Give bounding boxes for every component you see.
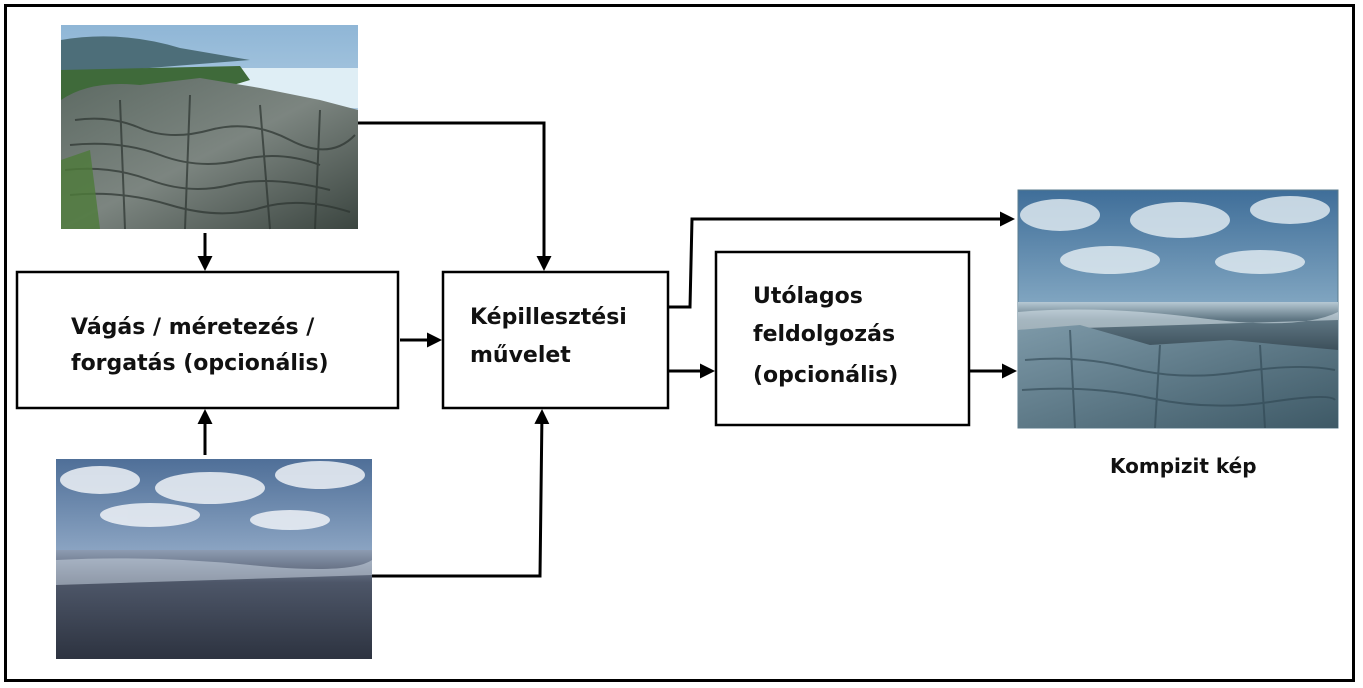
compositing-box xyxy=(441,270,670,410)
foreground-photo xyxy=(61,25,358,230)
crop-box-line1: Vágás / méretezés / xyxy=(71,315,315,340)
arrow-photo2-to-compositing xyxy=(372,409,550,578)
post-box-line1: Utólagos xyxy=(753,284,863,309)
compositing-box-line2: művelet xyxy=(470,343,571,368)
crop-box-line2: forgatás (opcionális) xyxy=(71,351,329,376)
composite-photo xyxy=(1017,189,1339,429)
post-box-line3: (opcionális) xyxy=(753,363,898,388)
arrow-photo1-to-compositing xyxy=(358,121,552,271)
diagram-frame xyxy=(4,4,1355,682)
arrow-compositing-to-output xyxy=(668,211,1015,309)
compositing-box-line1: Képillesztési xyxy=(470,305,627,330)
post-box-line2: feldolgozás xyxy=(753,322,895,347)
composite-caption: Kompizit kép xyxy=(1110,454,1257,478)
crop-resize-rotate-box xyxy=(15,270,400,410)
background-photo xyxy=(56,459,372,659)
post-processing-box xyxy=(714,250,971,427)
